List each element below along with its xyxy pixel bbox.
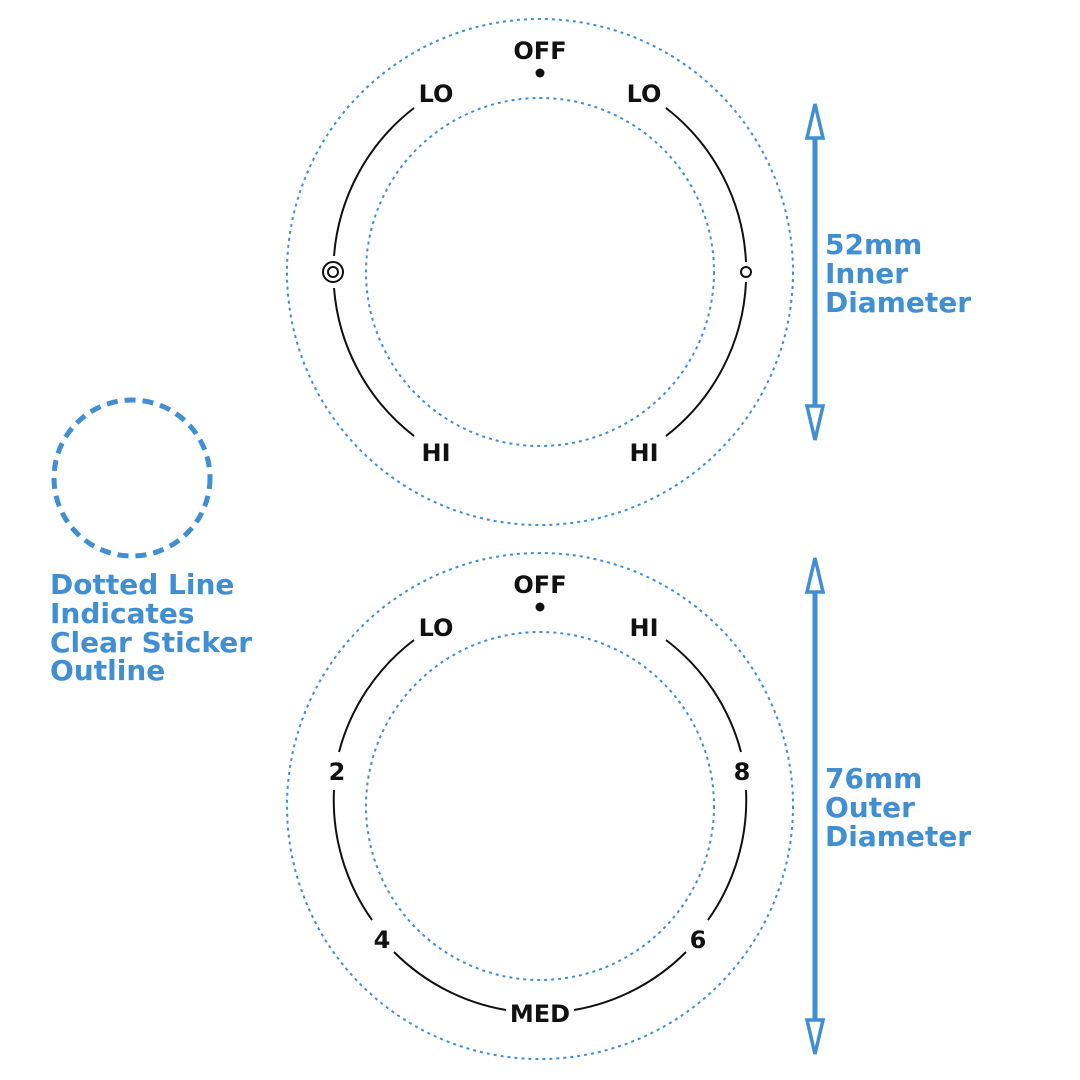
outer-diameter-arrow-down-icon xyxy=(804,1018,826,1055)
outer-diameter-arrow-up-icon xyxy=(804,557,826,594)
top-inner-sticker-outline xyxy=(365,97,715,447)
legend-line-3: Clear Sticker xyxy=(50,626,252,659)
top-right-scale-arc xyxy=(665,107,747,263)
legend-line-1: Dotted Line xyxy=(50,568,234,601)
bottom-arc-4-to-med xyxy=(393,951,507,1011)
bottom-4-label: 4 xyxy=(374,926,391,954)
inner-diameter-arrow-up-icon xyxy=(804,103,826,140)
top-lo-left-label: LO xyxy=(419,80,454,108)
top-right-scale-arc-lower xyxy=(665,281,747,437)
inner-diameter-line-2: Inner xyxy=(825,257,908,290)
bottom-inner-sticker-outline xyxy=(365,631,715,981)
top-hi-right-label: HI xyxy=(629,439,658,467)
inner-diameter-line-3: Diameter xyxy=(825,286,971,319)
bottom-6-label: 6 xyxy=(690,926,707,954)
bottom-off-label: OFF xyxy=(513,571,566,599)
top-lo-right-label: LO xyxy=(627,80,662,108)
top-dial: OFF LO LO HI HI xyxy=(286,18,794,526)
top-off-dot-icon xyxy=(535,68,545,78)
bottom-2-label: 2 xyxy=(329,758,346,786)
small-ring-icon xyxy=(740,266,752,278)
legend-line-2: Indicates xyxy=(50,597,195,630)
top-outer-sticker-outline xyxy=(286,18,794,526)
bottom-8-label: 8 xyxy=(734,758,751,786)
bottom-dial: OFF LO HI 2 8 4 6 MED xyxy=(286,552,794,1060)
bottom-outer-sticker-outline xyxy=(286,552,794,1060)
bottom-med-label: MED xyxy=(510,1000,570,1028)
legend-line-4: Outline xyxy=(50,654,165,687)
double-ring-icon xyxy=(322,261,344,283)
outer-diameter-line-3: Diameter xyxy=(825,820,971,853)
bottom-lo-label: LO xyxy=(419,614,454,642)
bottom-arc-lo-to-2 xyxy=(338,639,415,753)
inner-diameter-line-1: 52mm xyxy=(825,228,922,261)
inner-diameter-arrow-down-icon xyxy=(804,404,826,441)
bottom-hi-label: HI xyxy=(629,614,658,642)
outer-diameter-line-2: Outer xyxy=(825,791,915,824)
bottom-arc-med-to-6 xyxy=(573,951,687,1011)
top-hi-left-label: HI xyxy=(421,439,450,467)
outer-diameter-dimension: 76mm Outer Diameter xyxy=(804,557,971,1055)
legend-dotted-circle-icon xyxy=(51,397,213,559)
bottom-arc-8-to-hi xyxy=(665,639,742,753)
bottom-off-dot-icon xyxy=(535,602,545,612)
bottom-arc-6-to-8 xyxy=(707,789,748,921)
top-left-scale-arc xyxy=(333,107,415,257)
outer-diameter-line-1: 76mm xyxy=(825,762,922,795)
top-off-label: OFF xyxy=(513,37,566,65)
bottom-arc-2-to-4 xyxy=(332,789,373,921)
inner-diameter-dimension: 52mm Inner Diameter xyxy=(804,103,971,441)
legend: Dotted Line Indicates Clear Sticker Outl… xyxy=(50,397,252,687)
top-left-scale-arc-lower xyxy=(333,287,415,437)
